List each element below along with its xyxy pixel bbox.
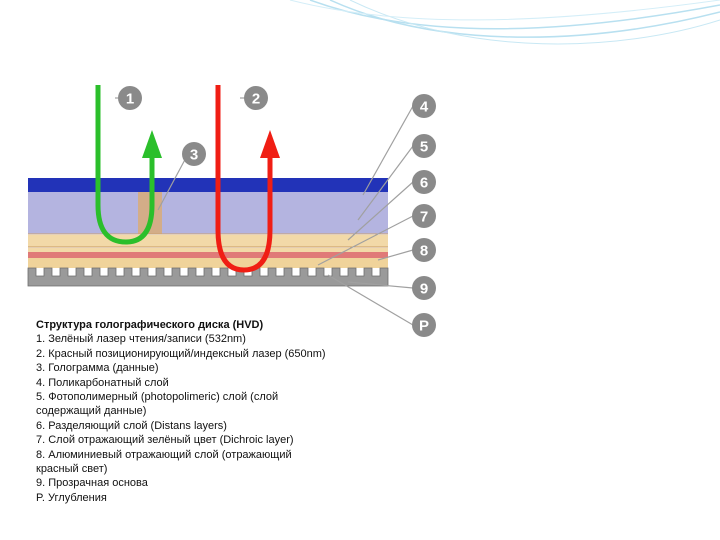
callout-6: 6 — [412, 170, 436, 194]
svg-text:8: 8 — [420, 243, 428, 260]
header-swoosh — [289, 0, 720, 45]
layer-aluminium-grooved — [27, 267, 389, 287]
callout-3: 3 — [182, 142, 206, 166]
red-laser-beam — [215, 85, 273, 273]
caption-title: Структура голографического диска (HVD) — [36, 319, 264, 331]
layer-dichroic — [28, 252, 388, 258]
callout-9: 9 — [412, 276, 436, 300]
caption-line: 9. Прозрачная основа — [36, 477, 148, 490]
caption-line: 3. Голограмма (данные) — [36, 362, 159, 375]
red-laser-arrowhead — [260, 130, 280, 158]
caption-line: 6. Разделяющий слой (Distans layers) — [36, 419, 227, 432]
hvd-structure-diagram: 1 2 3 4 5 6 7 8 9 P — [27, 85, 436, 337]
svg-text:3: 3 — [190, 147, 198, 164]
layer-distance — [28, 235, 388, 247]
green-laser-arrowhead — [142, 130, 162, 158]
caption-line: 5. Фотополимерный (photopolimeric) слой … — [36, 391, 279, 418]
svg-text:1: 1 — [126, 91, 134, 108]
callout-8: 8 — [412, 238, 436, 262]
svg-text:4: 4 — [420, 99, 429, 116]
callout-P: P — [412, 313, 436, 337]
svg-text:5: 5 — [420, 139, 428, 156]
callout-7: 7 — [412, 204, 436, 228]
caption-line: 1. Зелёный лазер чтения/записи (532nm) — [36, 333, 246, 346]
callout-1: 1 — [118, 86, 142, 110]
callout-5: 5 — [412, 134, 436, 158]
caption-line: 7. Слой отражающий зелёный цвет (Dichroi… — [36, 434, 294, 447]
svg-text:9: 9 — [420, 281, 428, 298]
caption-line: 4. Поликарбонатный слой — [36, 376, 169, 389]
green-laser-beam — [95, 85, 155, 245]
svg-text:P: P — [419, 318, 429, 335]
leader-lines — [115, 97, 414, 326]
callout-2: 2 — [244, 86, 268, 110]
svg-text:2: 2 — [252, 91, 260, 108]
layer-base — [28, 258, 388, 268]
diagram-caption: Структура голографического диска (HVD) 1… — [36, 318, 336, 505]
layer-photopolymer — [28, 192, 388, 234]
callout-4: 4 — [412, 94, 436, 118]
layer-distance-2 — [28, 248, 388, 252]
swoosh-line-1 — [309, 0, 720, 30]
caption-line: 8. Алюминиевый отражающий слой (отражающ… — [36, 448, 292, 476]
layer-polycarbonate-top — [28, 178, 388, 192]
swoosh-line-2 — [329, 0, 720, 38]
caption-line: P. Углубления — [36, 491, 107, 504]
swoosh-line-4 — [289, 0, 720, 21]
swoosh-line-3 — [349, 0, 720, 45]
svg-text:6: 6 — [420, 175, 428, 192]
svg-text:7: 7 — [420, 209, 428, 226]
caption-line: 2. Красный позиционирующий/индексный лаз… — [36, 347, 326, 360]
